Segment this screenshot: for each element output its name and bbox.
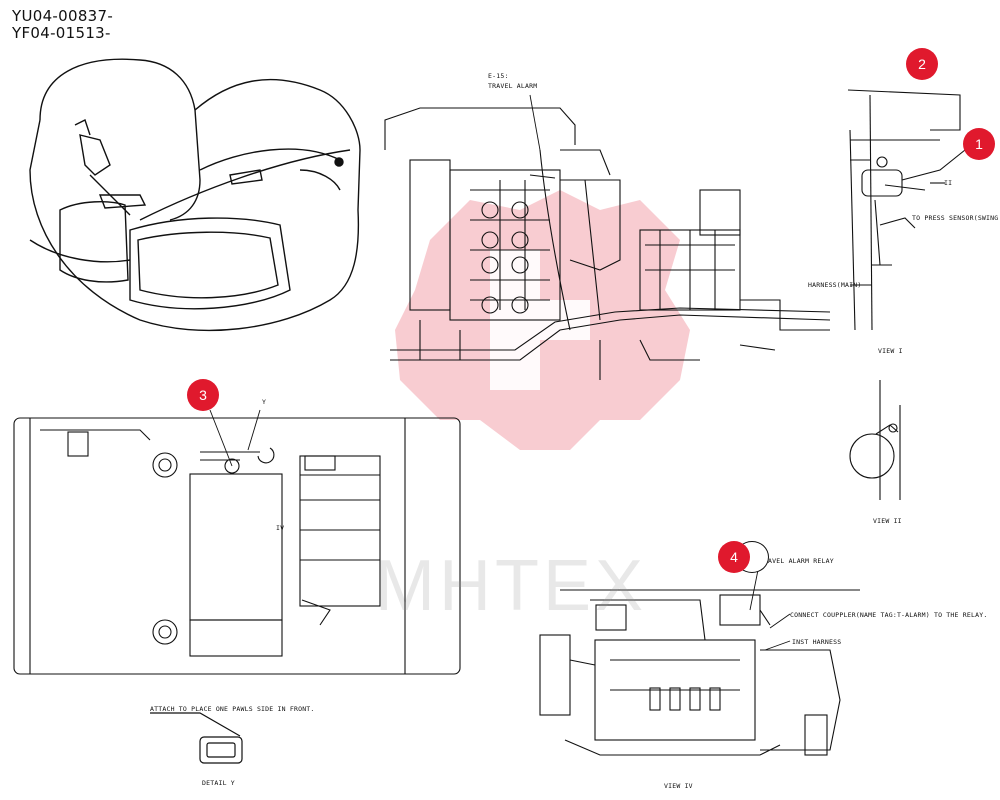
view-1-drawing: [847, 89, 966, 331]
serial-number-1: YU04-00837-: [12, 7, 114, 25]
view-1-arrow-label: II: [944, 179, 953, 187]
detail-y-drawing: [150, 712, 243, 764]
valve-assembly-drawing: [384, 107, 831, 380]
view-4-label: VIEW IV: [664, 782, 693, 790]
view-1-label: VIEW I: [878, 347, 903, 355]
travel-alarm-label: TRAVEL ALARM: [488, 82, 538, 90]
travel-alarm-relay-label: AVEL ALARM RELAY: [768, 557, 834, 565]
harness-main-label: HARNESS(MAIN): [808, 281, 862, 289]
callout-badge-3[interactable]: 3: [187, 379, 219, 411]
serial-number-2: YF04-01513-: [12, 24, 111, 42]
view-4-drawing: [539, 589, 860, 756]
detail-y-mark: Y: [262, 398, 267, 406]
inst-harness-label: INST HARNESS: [792, 638, 842, 646]
watermark-text: MHTEX: [375, 546, 647, 626]
connect-coupler-label: CONNECT COUPPLER(NAME TAG:T-ALARM) TO TH…: [790, 611, 988, 619]
attach-note-label: ATTACH TO PLACE ONE PAWLS SIDE IN FRONT.: [150, 705, 315, 713]
view-2-drawing: [849, 380, 901, 500]
view-4-arrow-label: IV: [276, 524, 285, 532]
travel-alarm-code-label: E-15:: [488, 72, 509, 80]
press-sensor-label: TO PRESS SENSOR(SWING: [912, 214, 999, 222]
view-2-label: VIEW II: [873, 517, 902, 525]
callout-badge-1[interactable]: 1: [963, 128, 995, 160]
floor-plan-drawing: [13, 417, 461, 675]
callout-badge-2[interactable]: 2: [906, 48, 938, 80]
callout-badge-4[interactable]: 4: [718, 541, 750, 573]
cab-perspective-drawing: [29, 58, 361, 332]
detail-y-label: DETAIL Y: [202, 779, 235, 787]
